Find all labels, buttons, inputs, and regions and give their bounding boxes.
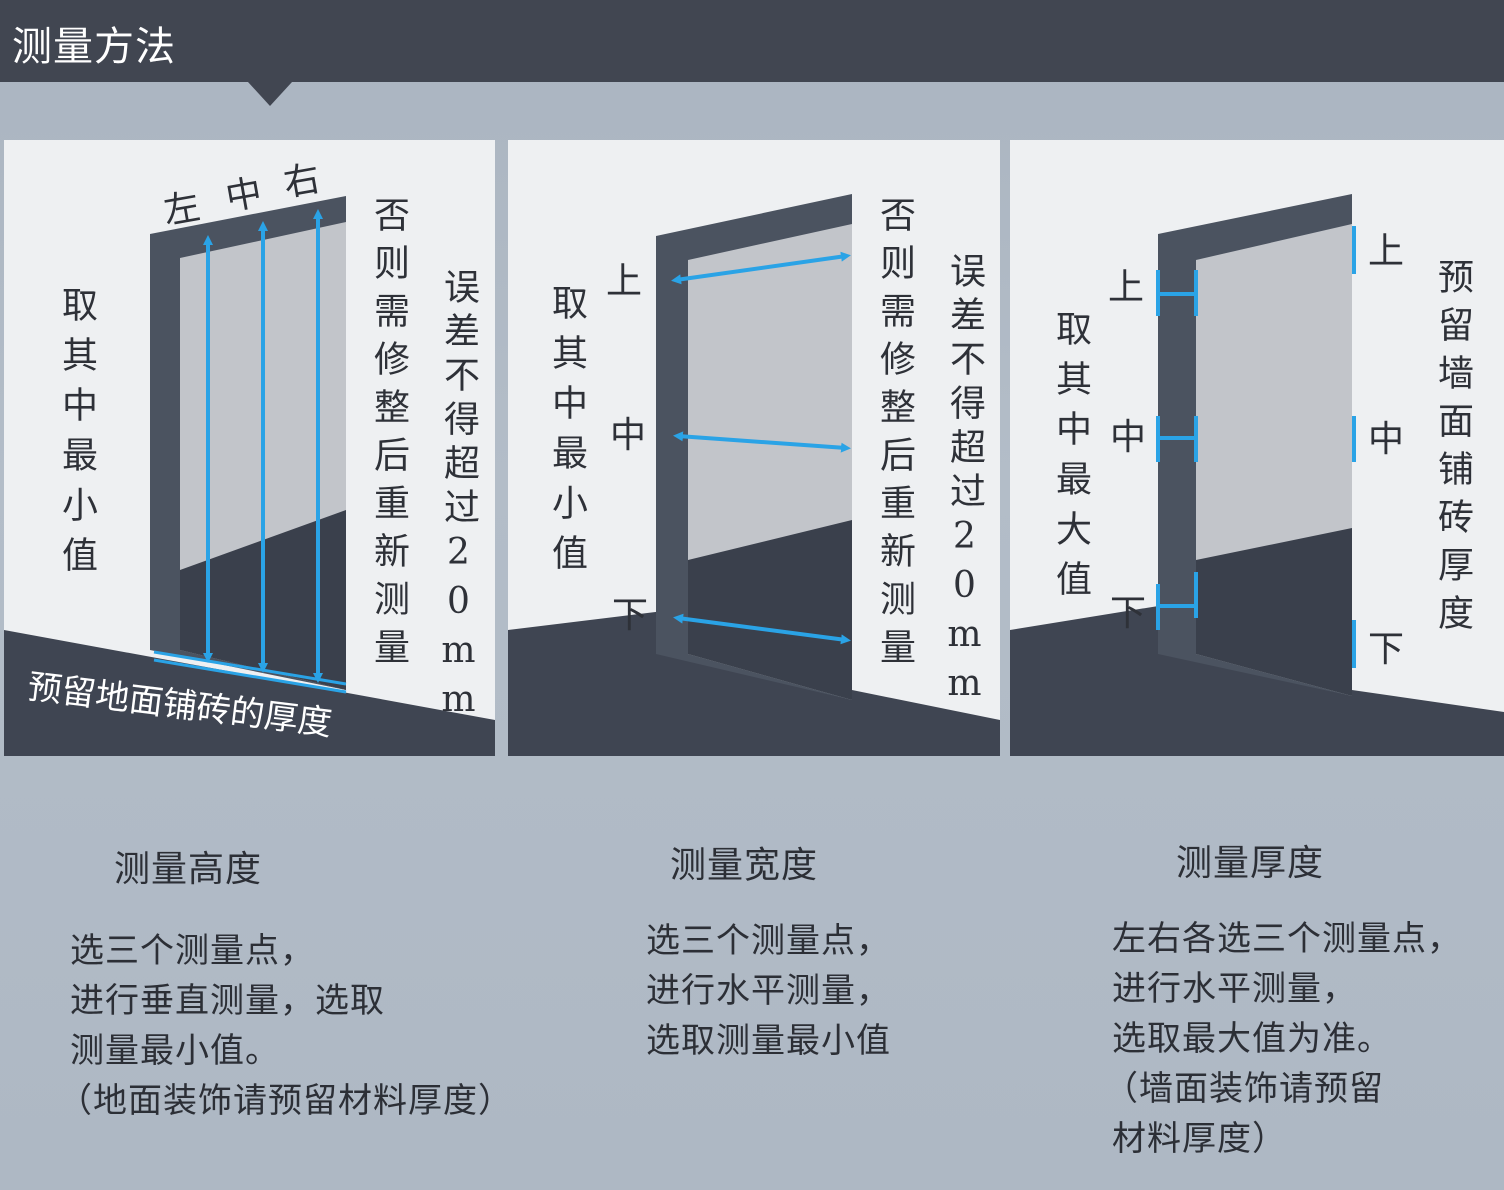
panel-measure-height: 左 中 右 取其中最小值 否则需修整后重新测量 误差不得超过20mm 预留地面铺… <box>4 140 495 756</box>
floor-thickness-line <box>153 658 347 694</box>
height-diagram <box>4 140 495 756</box>
width-right-note-1: 否则需修整后重新测量 <box>874 196 915 676</box>
opening-floor <box>1196 528 1352 696</box>
panel-measure-width: 取其中最小值 上 中 下 否则需修整后重新测量 误差不得超过20mm <box>508 140 1000 756</box>
width-diagram <box>508 140 1000 756</box>
width-arrow-top <box>671 251 851 285</box>
caption-line: 选取最大值为准。 <box>1112 1019 1392 1059</box>
caption-title-thickness: 测量厚度 <box>1176 843 1325 884</box>
page-title: 测量方法 <box>12 24 176 70</box>
caption-line: 选三个测量点， <box>646 921 891 961</box>
opening-floor <box>688 520 852 700</box>
wall-right <box>1352 140 1504 712</box>
caption-line: 进行垂直测量，选取 <box>70 981 385 1021</box>
thickness-left-note: 取其中最大值 <box>1050 310 1091 610</box>
width-arrow-bottom <box>673 613 851 645</box>
caption-line: 进行水平测量， <box>1112 969 1357 1009</box>
width-arrow-middle <box>673 431 851 453</box>
thickness-diagram <box>1010 140 1504 756</box>
caption-line: （墙面装饰请预留 <box>1104 1069 1384 1109</box>
caption-line: （地面装饰请预留材料厚度） <box>58 1081 513 1121</box>
wall-marker-middle: 中 <box>1368 419 1405 460</box>
height-left-note: 取其中最小值 <box>56 286 97 586</box>
label-middle: 中 <box>222 172 266 219</box>
caption-body-thickness: 左右各选三个测量点， 进行水平测量， 选取最大值为准。 （墙面装饰请预留 材料厚… <box>1104 914 1462 1164</box>
label-right: 右 <box>280 158 324 205</box>
height-right-note-2: 误差不得超过20mm <box>438 268 479 728</box>
width-right-note-2: 误差不得超过20mm <box>944 252 985 712</box>
caption-line: 测量最小值。 <box>70 1031 280 1071</box>
width-left-note: 取其中最小值 <box>546 284 587 584</box>
caption-line: 选三个测量点， <box>70 931 315 971</box>
caption-body-width: 选三个测量点， 进行水平测量， 选取测量最小值 <box>646 916 891 1066</box>
height-right-note-1: 否则需修整后重新测量 <box>368 196 409 676</box>
marker-bottom: 下 <box>1110 593 1147 634</box>
caption-line: 材料厚度） <box>1112 1119 1287 1159</box>
floor-thickness-line <box>153 650 347 686</box>
caption-title-width: 测量宽度 <box>670 845 819 886</box>
caption-line: 选取测量最小值 <box>646 1021 891 1061</box>
floor <box>4 630 495 756</box>
label-left: 左 <box>160 186 204 233</box>
marker-middle: 中 <box>1110 417 1147 458</box>
marker-top: 上 <box>606 261 643 302</box>
marker-middle: 中 <box>610 415 647 456</box>
caption-title-height: 测量高度 <box>114 849 263 890</box>
panel-measure-thickness: 取其中最大值 上 中 下 上 中 下 预留墙面铺砖厚度 <box>1010 140 1504 756</box>
thickness-right-note: 预留墙面铺砖厚度 <box>1432 258 1473 642</box>
wall-marker-bottom: 下 <box>1368 629 1405 670</box>
wall-marker-top: 上 <box>1368 231 1405 272</box>
marker-top: 上 <box>1108 267 1145 308</box>
wall-right <box>852 140 1000 720</box>
caption-body-height: 选三个测量点， 进行垂直测量，选取 测量最小值。 （地面装饰请预留材料厚度） <box>58 926 513 1126</box>
header-notch <box>248 82 292 106</box>
caption-line: 左右各选三个测量点， <box>1112 919 1462 959</box>
header-bar: 测量方法 <box>0 0 1504 82</box>
caption-line: 进行水平测量， <box>646 971 891 1011</box>
marker-bottom: 下 <box>612 595 649 636</box>
